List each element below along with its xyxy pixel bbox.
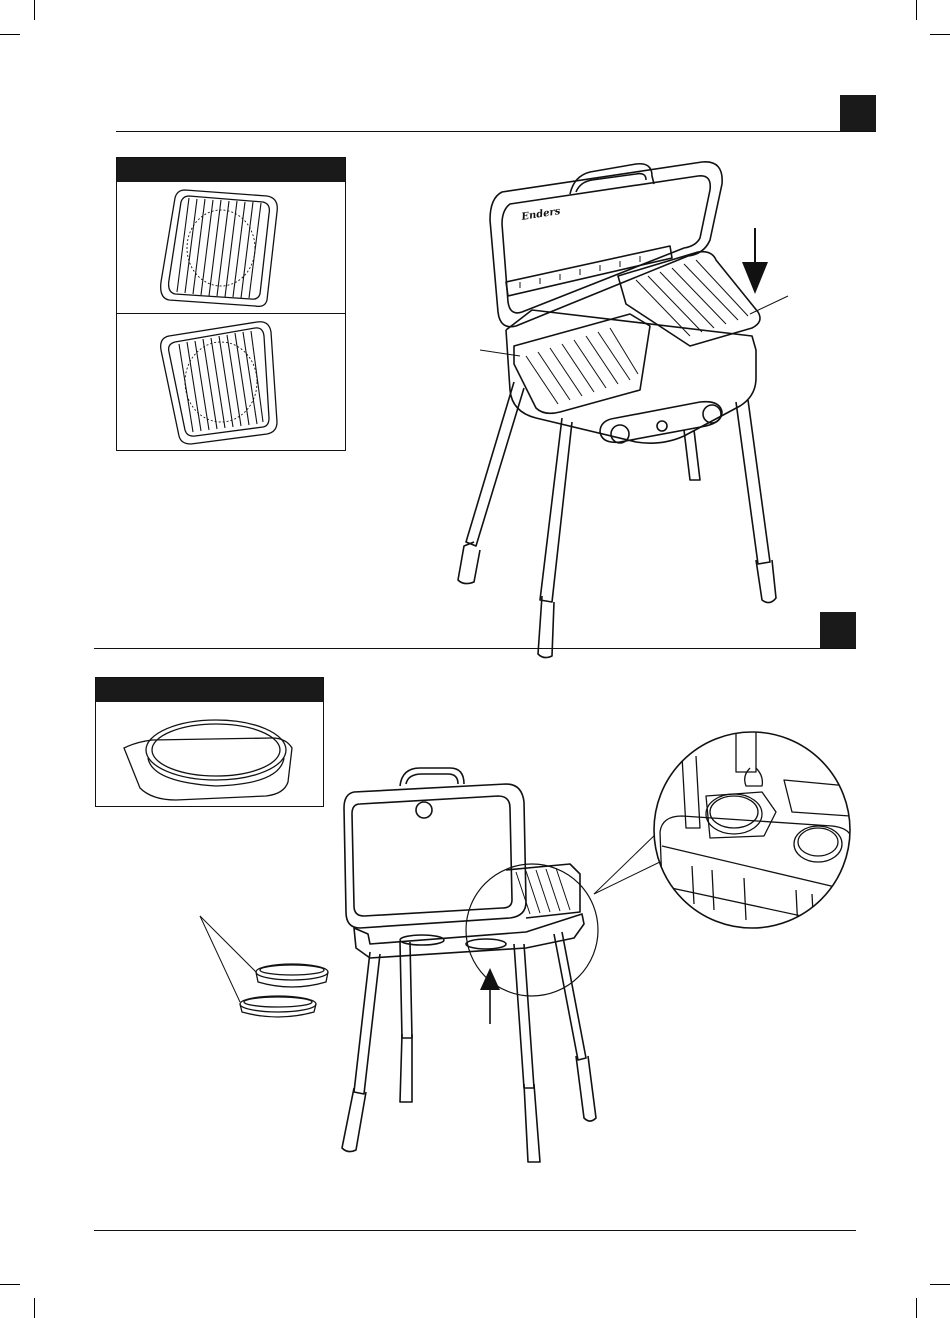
crop-mark-br-v	[916, 1298, 917, 1318]
crop-mark-tr-v	[916, 0, 917, 20]
drip-tray-parts-panel	[95, 677, 324, 807]
grate-icon	[117, 314, 345, 449]
crop-mark-tl-h	[0, 34, 20, 35]
drip-tray-icon	[96, 702, 323, 805]
grill-leg	[684, 430, 700, 480]
grate-part-2	[117, 314, 345, 449]
crop-mark-bl-v	[34, 1298, 35, 1318]
grill-leg	[540, 418, 572, 602]
crop-mark-tl-v	[34, 0, 35, 20]
detail-view	[652, 716, 852, 944]
grate-icon	[117, 182, 345, 313]
grill-leg	[514, 944, 534, 1088]
crop-mark-br-h	[930, 1284, 950, 1285]
step-b-badge	[820, 612, 856, 648]
grill-leg	[354, 952, 380, 1094]
grill-leg	[554, 932, 586, 1060]
down-arrow-icon	[740, 226, 770, 296]
drip-tray-part	[96, 702, 323, 805]
step-a-badge	[840, 95, 876, 131]
footer-rule	[94, 1230, 856, 1231]
crop-mark-tr-h	[930, 34, 950, 35]
crop-mark-bl-h	[0, 1284, 20, 1285]
step-a-rule	[116, 131, 876, 132]
grill-lid	[344, 784, 526, 928]
grill-body	[506, 330, 756, 443]
grate-part-1	[117, 182, 345, 314]
grate-parts-panel	[116, 157, 346, 451]
closed-grill-illustration	[330, 762, 610, 1172]
grill-leg	[736, 400, 770, 564]
grill-lid	[490, 162, 722, 327]
step-b-rule	[94, 648, 856, 649]
drip-trays-illustration	[196, 912, 336, 1024]
drip-tray-panel-header	[96, 678, 323, 702]
brand-logo: Enders	[520, 206, 562, 223]
up-arrow-icon	[478, 968, 502, 1026]
left-grate	[514, 314, 650, 413]
grate-panel-header	[117, 158, 345, 182]
